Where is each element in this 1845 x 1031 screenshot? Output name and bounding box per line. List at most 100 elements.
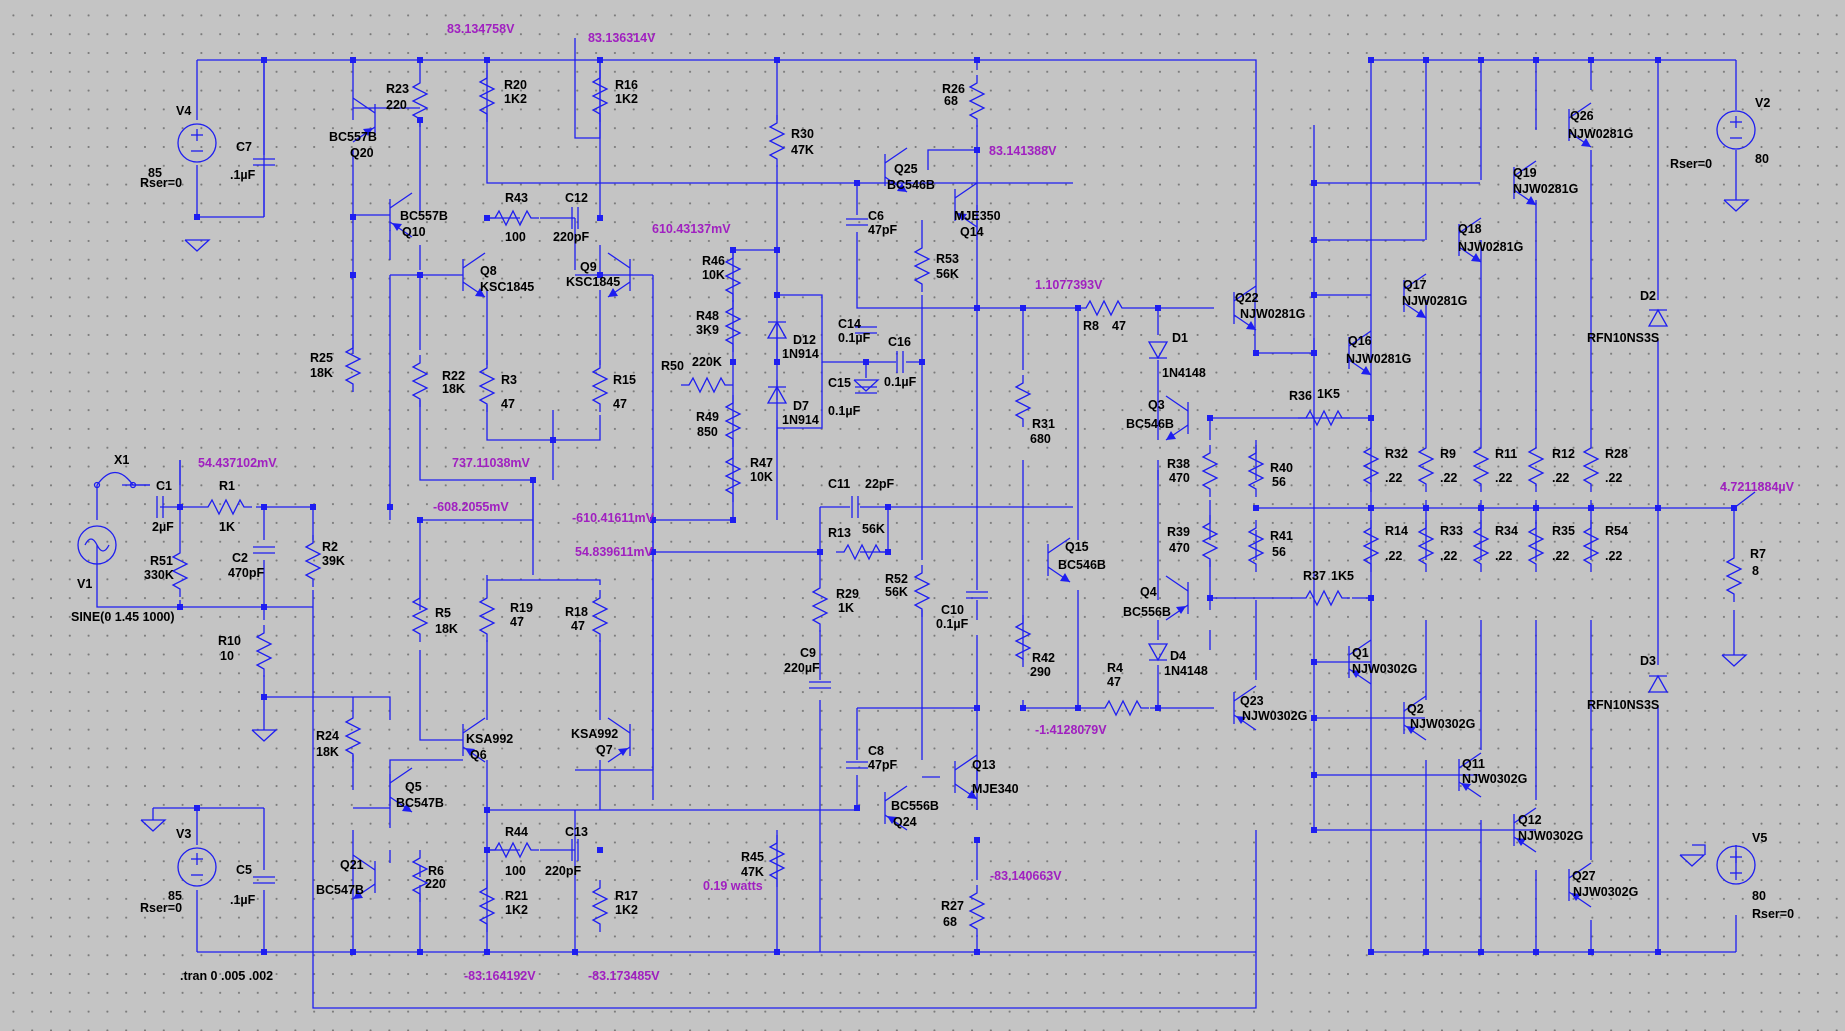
resistor-r27 <box>969 884 985 938</box>
label-c9v: 220µF <box>784 661 820 675</box>
resistor-r52 <box>914 564 930 618</box>
label-r46v: 10K <box>702 268 725 282</box>
label-c11: C11 <box>828 477 850 491</box>
label-r40: R40 <box>1270 461 1293 475</box>
label-r25v: 18K <box>310 366 333 380</box>
label-c14v: 0.1µF <box>838 331 871 345</box>
junction-dot <box>774 57 780 63</box>
label-r37v: 1K5 <box>1331 569 1354 583</box>
voltage-label-n2: 83.136314V <box>588 31 656 45</box>
resistor-r29 <box>812 579 828 633</box>
label-q27: Q27 <box>1572 869 1596 883</box>
label-r1: R1 <box>219 479 235 493</box>
capacitor-c15 <box>854 386 878 394</box>
label-njw0281g-17: NJW0281G <box>1402 294 1467 308</box>
junction-dot <box>1075 305 1081 311</box>
label-r51v: 330K <box>144 568 174 582</box>
resistor-r8 <box>1077 300 1131 316</box>
voltage-label-n14: -83.164192V <box>464 969 536 983</box>
resistor-r12 <box>1528 439 1544 493</box>
label-r13: R13 <box>828 526 851 540</box>
label-r24: R24 <box>316 729 339 743</box>
label-njw0302g-1: NJW0302G <box>1352 662 1417 676</box>
label-r14v: .22 <box>1385 549 1402 563</box>
voltage-annotations: 83.134758V83.136314V83.141388V610.43137m… <box>198 22 1795 983</box>
junction-dot <box>1311 715 1317 721</box>
label-r11: R11 <box>1495 447 1517 461</box>
resistor-r7 <box>1726 549 1742 603</box>
resistor-r11 <box>1473 439 1489 493</box>
label-r51: R51 <box>150 554 173 568</box>
label-r27v: 68 <box>943 915 957 929</box>
label-v4r: Rser=0 <box>140 176 182 190</box>
label-c9: C9 <box>800 646 816 660</box>
label-r43v: 100 <box>505 230 526 244</box>
label-r20: R20 <box>504 78 527 92</box>
label-q6: Q6 <box>470 748 487 762</box>
label-c15: C15 <box>828 376 851 390</box>
voltage-label-n9: -610.41611mV <box>572 511 655 525</box>
label-r2v: 39K <box>322 554 345 568</box>
junction-dot <box>730 359 736 365</box>
label-sine: SINE(0 1.45 1000) <box>71 610 175 624</box>
resistor-r18 <box>592 589 608 643</box>
label-r21v: 1K2 <box>505 903 528 917</box>
capacitor-c10 <box>965 591 989 599</box>
label-r10: R10 <box>218 634 241 648</box>
junction-dot <box>1478 505 1484 511</box>
diode-d3 <box>1648 675 1668 693</box>
junction-dot <box>550 437 556 443</box>
voltage-label-n3: 83.141388V <box>989 144 1057 158</box>
label-r32v: .22 <box>1385 471 1402 485</box>
label-r5v: 18K <box>435 622 458 636</box>
label-r23: R23 <box>386 82 409 96</box>
label-r6v: 220 <box>425 877 446 891</box>
junction-dot <box>974 705 980 711</box>
voltage-label-n15: -83.173485V <box>588 969 660 983</box>
label-r32: R32 <box>1385 447 1408 461</box>
label-njw0302g-11: NJW0302G <box>1462 772 1527 786</box>
label-r38: R38 <box>1167 457 1190 471</box>
spice-directive[interactable]: .tran 0 .005 .002 <box>180 969 273 983</box>
label-q1: Q1 <box>1352 646 1369 660</box>
label-bc557b-20: BC557B <box>329 130 377 144</box>
junction-dot <box>387 504 393 510</box>
junction-dot <box>310 504 316 510</box>
label-c7v: .1µF <box>230 168 256 182</box>
junction-dot <box>1155 705 1161 711</box>
junction-dot <box>1253 505 1259 511</box>
label-r26: R26 <box>942 82 965 96</box>
label-r31v: 680 <box>1030 432 1051 446</box>
resistor-r1 <box>199 499 253 515</box>
label-njw0281g-16: NJW0281G <box>1346 352 1411 366</box>
junction-dot <box>885 504 891 510</box>
junction-dot <box>854 805 860 811</box>
junction-dot <box>974 837 980 843</box>
junction-dot <box>1368 949 1374 955</box>
junction-dot <box>350 214 356 220</box>
label-r45v: 47K <box>741 865 764 879</box>
label-q15: Q15 <box>1065 540 1089 554</box>
junction-dot <box>1311 659 1317 665</box>
capacitor-c2 <box>252 546 276 554</box>
ground-symbol <box>1679 854 1705 867</box>
voltage-label-n8: -608.2055mV <box>433 500 509 514</box>
junction-dot <box>774 292 780 298</box>
junction-dot <box>530 477 536 483</box>
junction-dot <box>974 57 980 63</box>
label-r14: R14 <box>1385 524 1408 538</box>
label-c1: C1 <box>156 479 172 493</box>
label-v1: V1 <box>77 577 92 591</box>
voltage-label-n13: 0.19 watts <box>703 879 763 893</box>
label-q20: Q20 <box>350 146 374 160</box>
resistor-r38 <box>1202 444 1218 498</box>
ground-symbol <box>140 819 166 832</box>
label-bc547b-21: BC547B <box>316 883 364 897</box>
resistor-r51 <box>172 544 188 598</box>
label-r22v: 18K <box>442 382 465 396</box>
junction-dot <box>1655 949 1661 955</box>
label-c15v: 0.1µF <box>828 404 861 418</box>
label-c5: C5 <box>236 863 252 877</box>
label-v5v: 80 <box>1752 889 1766 903</box>
